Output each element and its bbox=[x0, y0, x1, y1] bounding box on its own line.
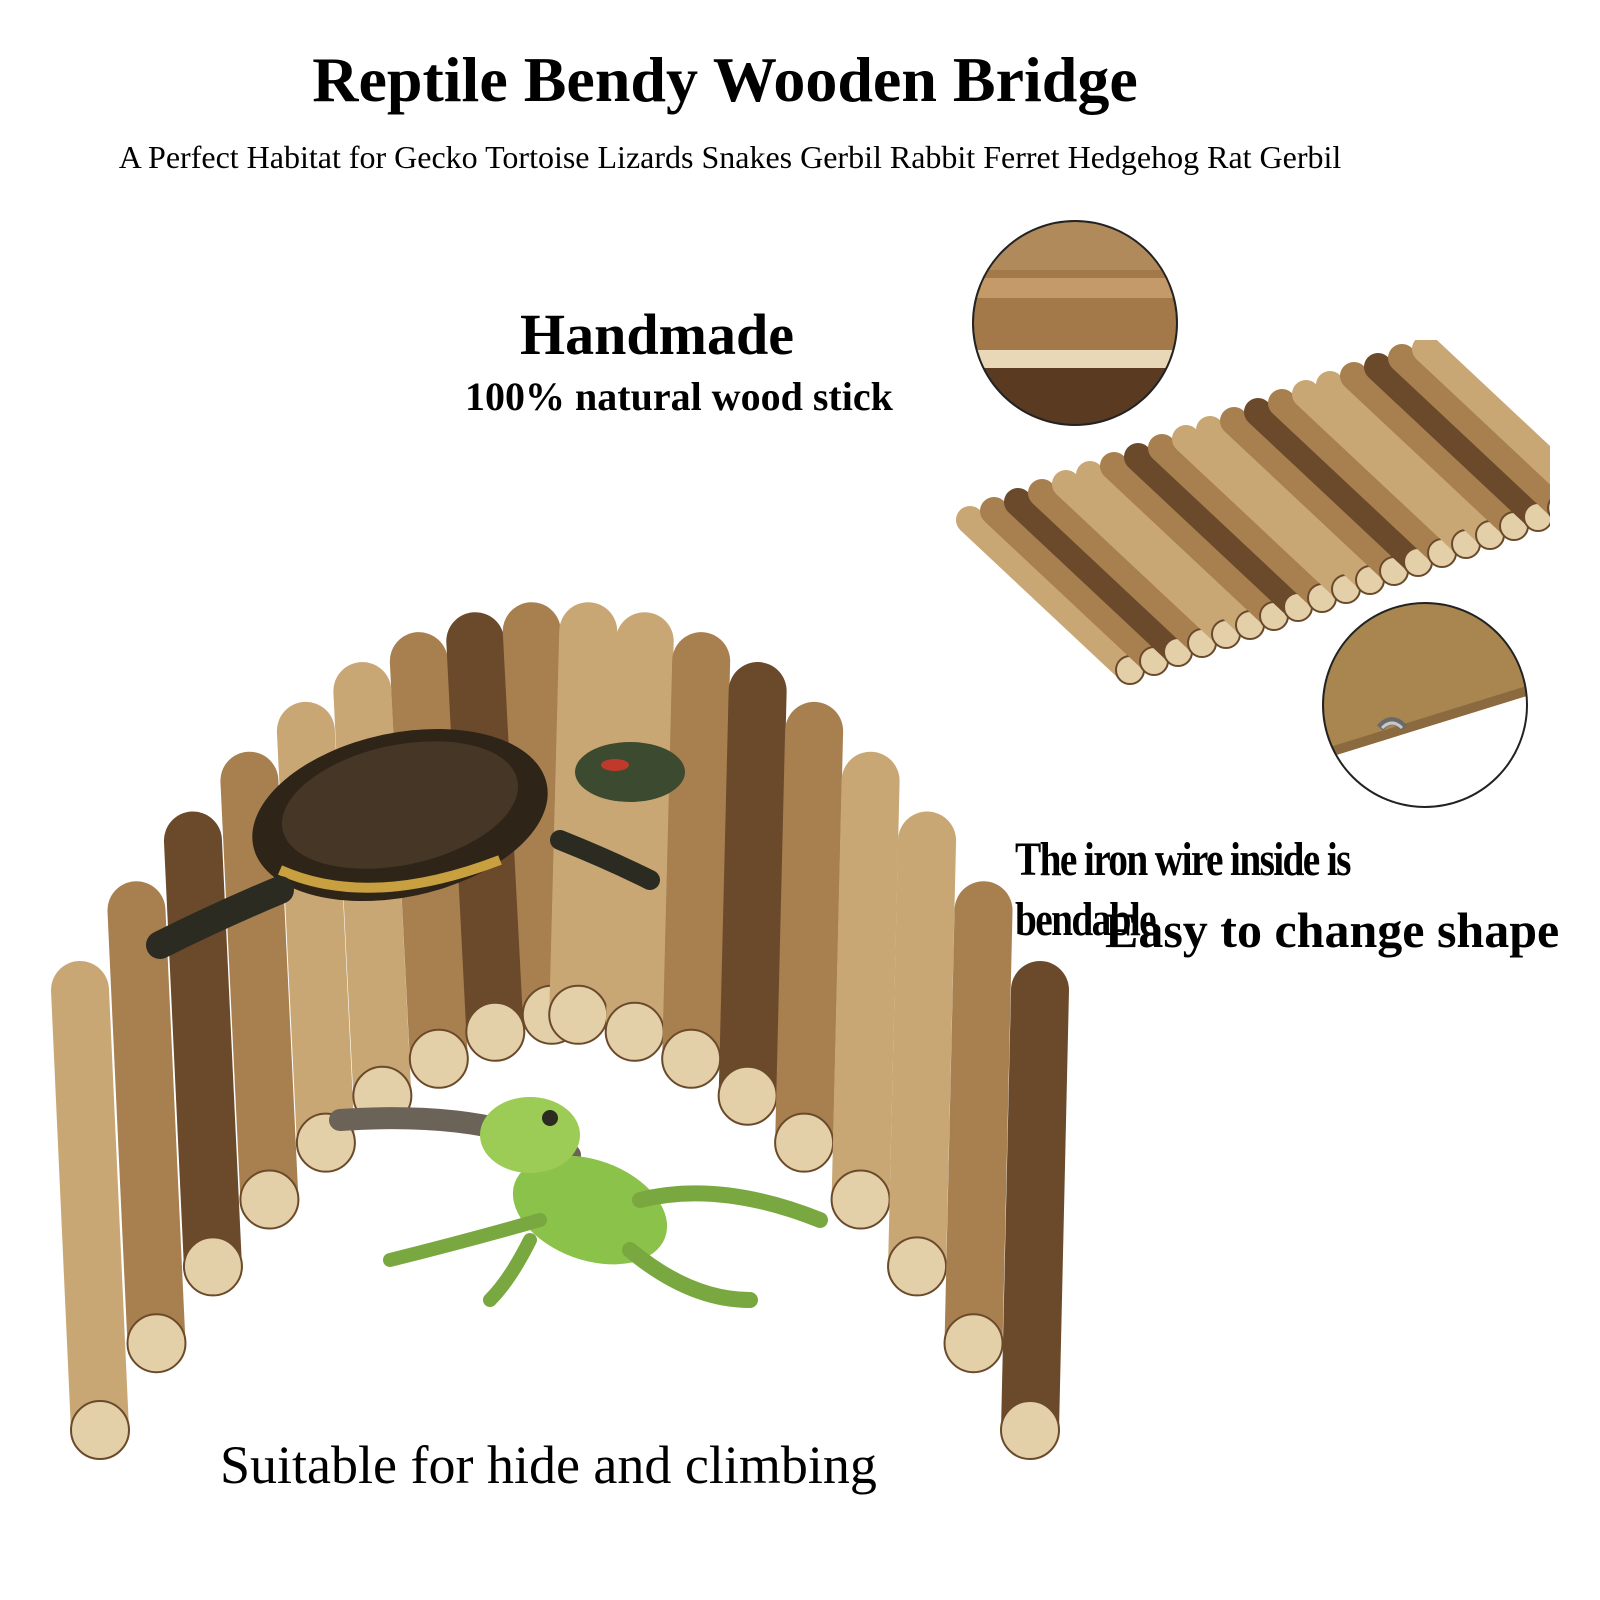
wood-stick-end bbox=[830, 1169, 891, 1230]
wood-stick-end bbox=[1000, 1400, 1060, 1460]
wood-stick-end bbox=[465, 1001, 526, 1062]
wood-stick bbox=[775, 701, 844, 1172]
wood-stick-end bbox=[239, 1169, 300, 1230]
wood-stick bbox=[1172, 425, 1360, 603]
wood-stick bbox=[1100, 452, 1288, 630]
wood-stick bbox=[888, 811, 957, 1296]
wood-stick bbox=[1196, 416, 1384, 594]
wood-stick bbox=[220, 751, 299, 1229]
arched-bridge-image bbox=[51, 602, 1069, 1460]
wood-stick bbox=[549, 602, 618, 1044]
wood-stick bbox=[1292, 380, 1480, 558]
wood-stick bbox=[1364, 353, 1550, 531]
wood-stick bbox=[1316, 371, 1504, 549]
page-subtitle: A Perfect Habitat for Gecko Tortoise Liz… bbox=[118, 139, 1342, 175]
wood-stick-end bbox=[943, 1313, 1004, 1374]
wood-stick bbox=[956, 506, 1144, 684]
lizard-image bbox=[329, 1097, 828, 1308]
wood-stick bbox=[980, 497, 1168, 675]
handmade-heading: Handmade bbox=[520, 302, 794, 367]
wood-stick bbox=[163, 811, 242, 1296]
wood-stick bbox=[831, 751, 900, 1229]
wood-stick bbox=[1124, 443, 1312, 621]
wood-stick bbox=[51, 961, 129, 1459]
wood-stick bbox=[1412, 340, 1550, 485]
wood-stick bbox=[1004, 488, 1192, 666]
wood-closeup-image bbox=[972, 220, 1178, 426]
wood-stick-end bbox=[604, 1001, 665, 1062]
wood-stick-end bbox=[408, 1028, 469, 1089]
wood-stick-end bbox=[1547, 499, 1550, 517]
wood-stick bbox=[1268, 389, 1456, 567]
wood-stick bbox=[1388, 344, 1550, 516]
wood-stick bbox=[1340, 362, 1528, 540]
wood-stick bbox=[662, 632, 731, 1088]
wood-stick-end bbox=[548, 984, 609, 1045]
wood-stick bbox=[1220, 407, 1408, 585]
wood-stick bbox=[1244, 398, 1432, 576]
wood-stick bbox=[718, 662, 787, 1125]
wood-stick-end bbox=[182, 1236, 243, 1297]
wood-stick-end bbox=[70, 1400, 130, 1460]
page-title: Reptile Bendy Wooden Bridge bbox=[312, 44, 1138, 115]
change-shape-caption: Easy to change shape bbox=[1105, 902, 1560, 958]
wood-stick-end bbox=[887, 1236, 948, 1297]
wood-stick bbox=[1148, 434, 1336, 612]
wood-stick bbox=[944, 881, 1013, 1373]
turtle-image bbox=[146, 728, 685, 959]
bendable-wire-caption: The iron wire inside is bendable bbox=[1015, 833, 1351, 946]
wood-stick bbox=[1028, 479, 1216, 657]
wood-stick bbox=[107, 881, 186, 1373]
wood-stick bbox=[605, 612, 674, 1061]
wood-stick bbox=[1001, 961, 1069, 1459]
wood-stick-end bbox=[774, 1112, 835, 1173]
wood-stick bbox=[1076, 461, 1264, 639]
wood-stick-end bbox=[717, 1065, 778, 1126]
wood-stick-end bbox=[661, 1028, 722, 1089]
usage-caption: Suitable for hide and climbing bbox=[220, 1435, 877, 1495]
wood-stick bbox=[502, 602, 581, 1044]
natural-wood-caption: 100% natural wood stick bbox=[465, 374, 893, 419]
wire-hook-closeup-image bbox=[1322, 602, 1528, 808]
wood-stick-end bbox=[126, 1313, 187, 1374]
wood-stick bbox=[1052, 470, 1240, 648]
flat-bridge-image bbox=[956, 340, 1550, 685]
